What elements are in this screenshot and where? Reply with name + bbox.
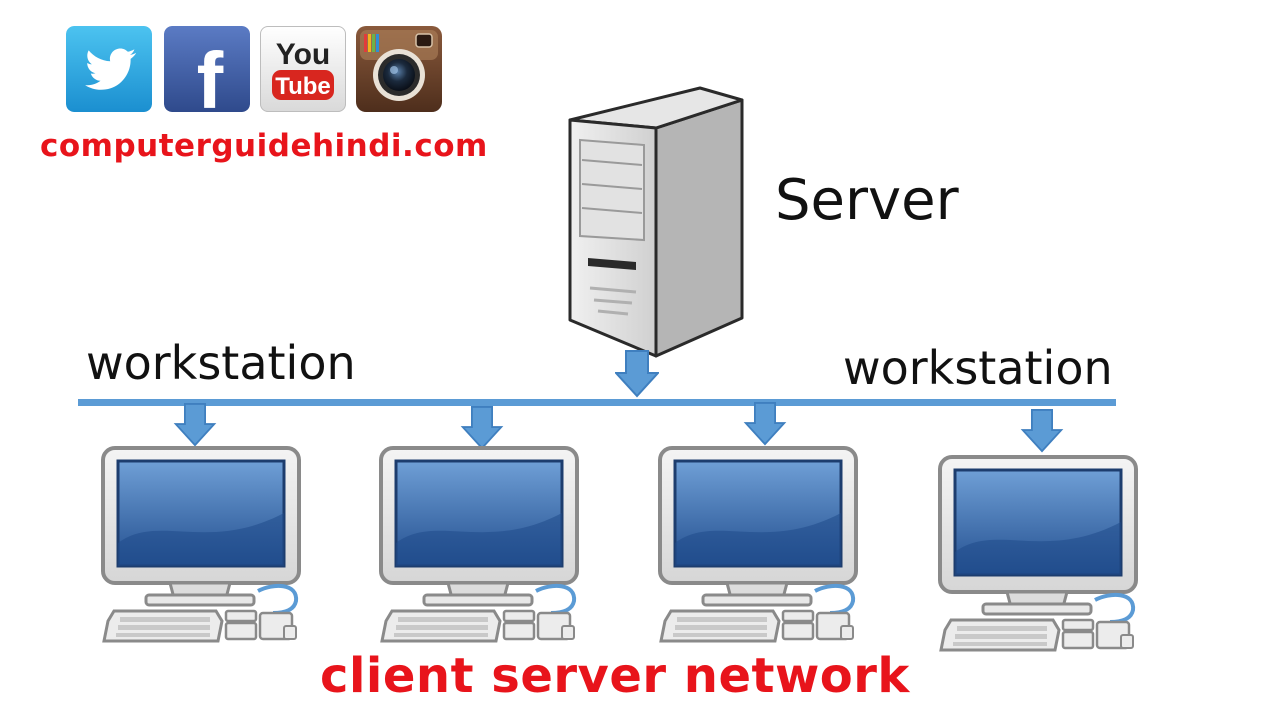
workstation-computer-icon	[938, 455, 1138, 652]
down-arrow-icon	[744, 402, 786, 446]
down-arrow-icon	[461, 406, 503, 450]
youtube-icon[interactable]: You Tube	[260, 26, 346, 112]
youtube-bottom-text: Tube	[275, 73, 331, 100]
footer-title: client server network	[320, 648, 910, 704]
workstation-computer-icon	[379, 446, 579, 643]
site-name[interactable]: computerguidehindi.com	[40, 128, 488, 164]
workstation-label-left: workstation	[86, 336, 356, 390]
down-arrow-icon	[1021, 409, 1063, 453]
server-tower-icon	[568, 86, 744, 358]
server-down-arrow-icon	[615, 350, 659, 397]
workstation-computer-icon	[658, 446, 858, 643]
instagram-icon[interactable]	[356, 26, 442, 112]
workstation-computer-icon	[101, 446, 301, 643]
server-label: Server	[775, 168, 959, 233]
network-bus-line	[78, 399, 1116, 406]
down-arrow-icon	[174, 403, 216, 447]
facebook-letter: f	[197, 36, 224, 112]
twitter-icon[interactable]	[66, 26, 152, 112]
facebook-icon[interactable]: f	[164, 26, 250, 112]
youtube-top-text: You	[276, 38, 330, 71]
workstation-label-right: workstation	[843, 341, 1113, 395]
